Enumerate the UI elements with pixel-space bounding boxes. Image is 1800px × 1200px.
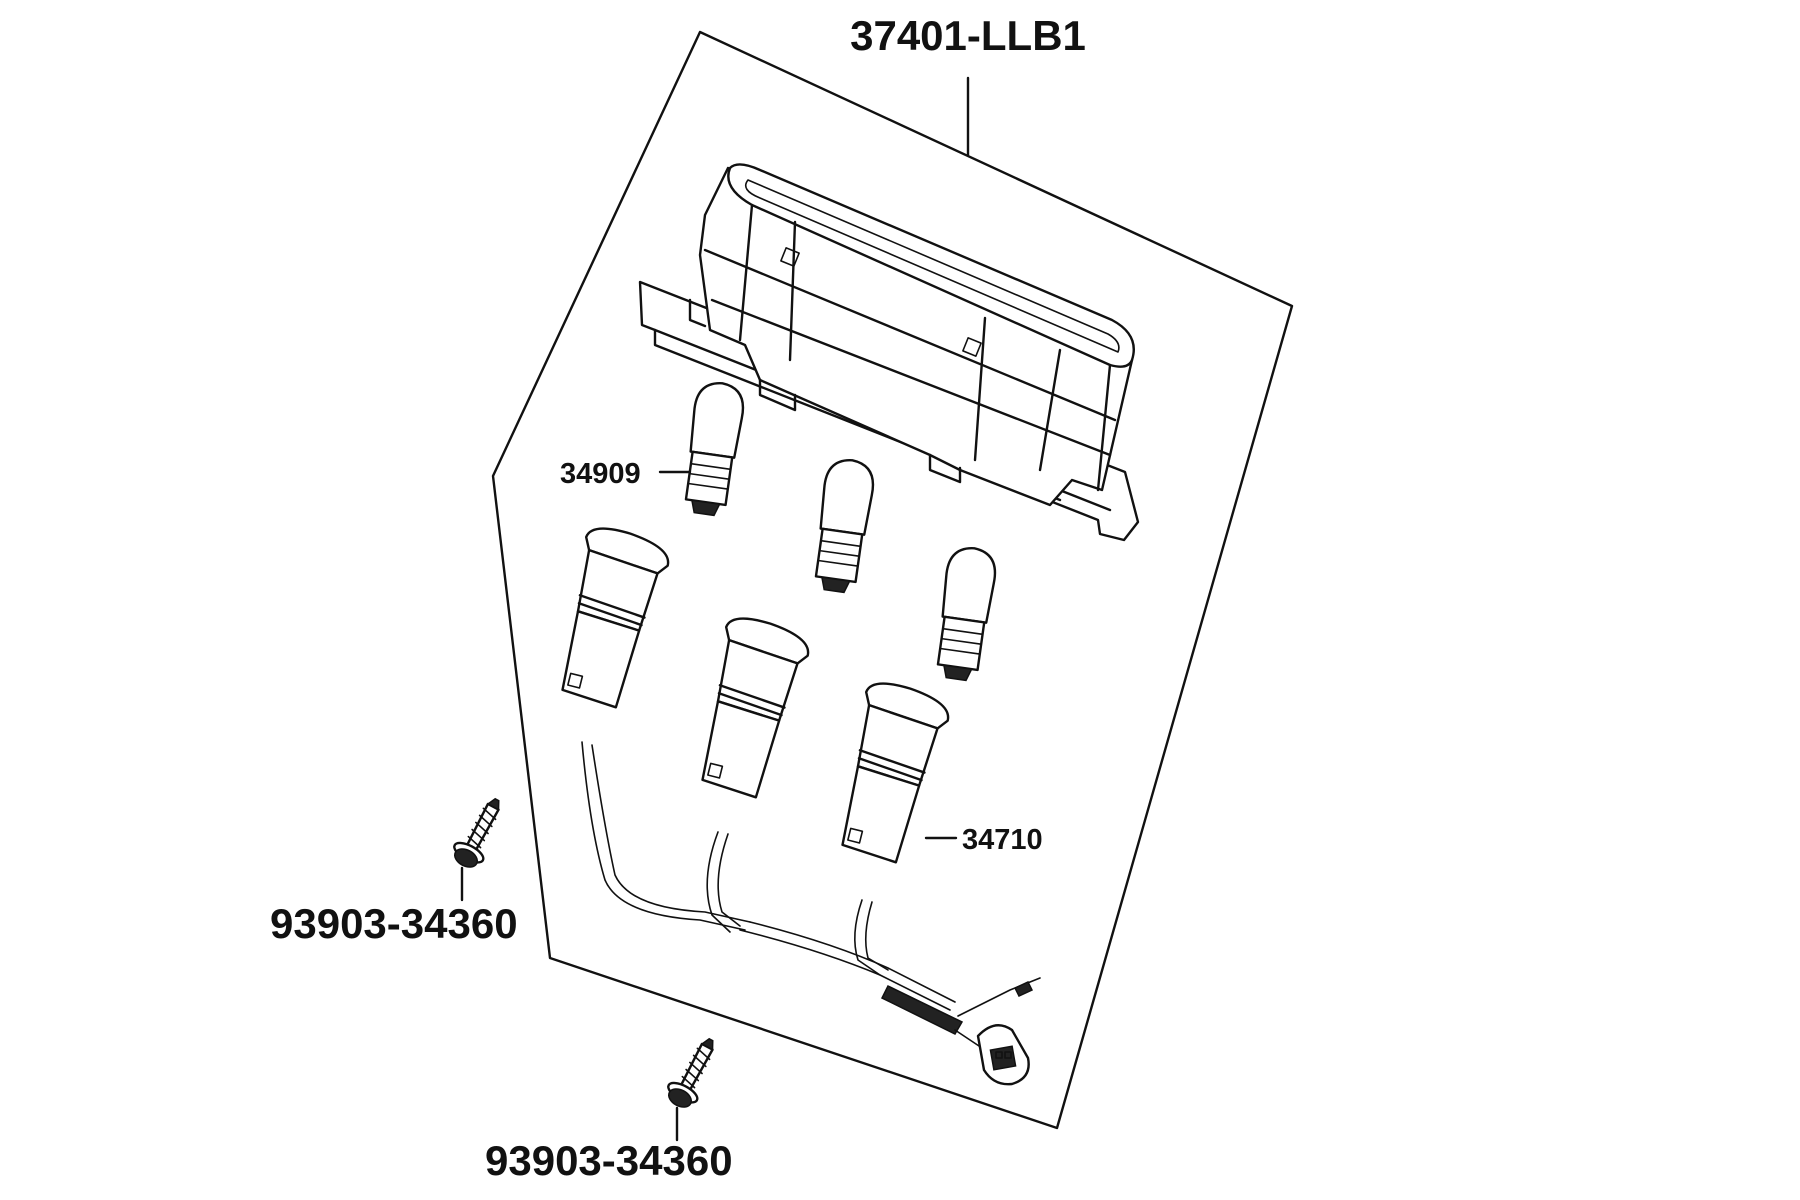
label-socket: 34710 bbox=[962, 824, 1043, 856]
bulb-3 bbox=[936, 547, 997, 682]
bulb-2 bbox=[814, 459, 875, 594]
wire-harness bbox=[581, 741, 1041, 1086]
label-meter-assembly: 37401-LLB1 bbox=[850, 12, 1086, 59]
meter-housing bbox=[638, 163, 1140, 542]
screw-bottom bbox=[667, 1037, 714, 1108]
label-screw-bottom: 93903-34360 bbox=[485, 1137, 733, 1184]
bulb-1 bbox=[684, 382, 745, 517]
socket-3 bbox=[841, 682, 950, 864]
label-bulb: 34909 bbox=[560, 458, 641, 490]
assembly-outline bbox=[491, 30, 1294, 1130]
socket-1 bbox=[561, 527, 670, 709]
socket-2 bbox=[701, 617, 810, 799]
label-screw-left: 93903-34360 bbox=[270, 900, 518, 947]
screw-left bbox=[453, 797, 500, 868]
